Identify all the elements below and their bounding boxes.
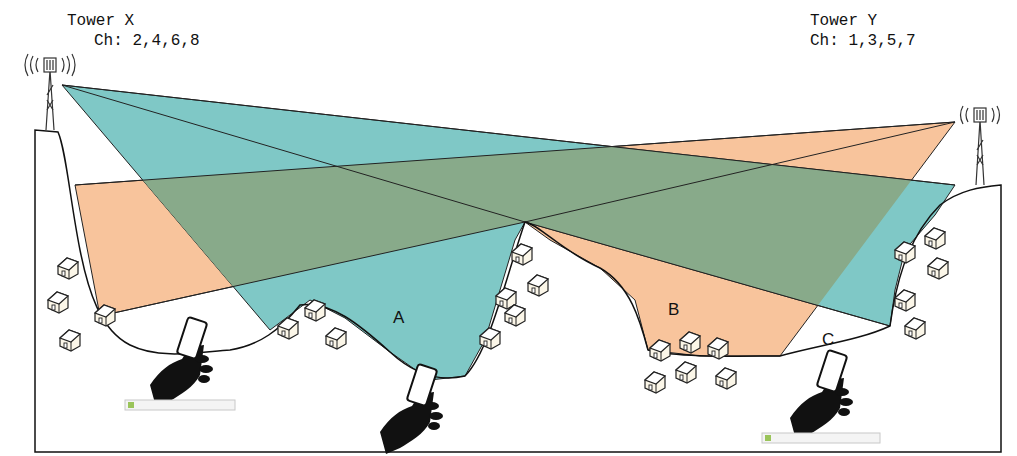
tower-name: Tower Y	[810, 12, 877, 30]
beam-edges	[62, 85, 955, 326]
region-letter: A	[393, 309, 404, 327]
region-letter: C	[822, 331, 834, 349]
phone-hands	[150, 317, 853, 454]
notification-thumbnails	[125, 400, 880, 443]
region-letter: B	[668, 301, 679, 319]
terrain-line	[35, 130, 1001, 452]
tower-x-antenna	[25, 54, 75, 130]
channel-list: Ch: 2,4,6,8	[94, 32, 200, 50]
tower-y-antenna	[961, 106, 1000, 185]
tower-name: Tower X	[67, 12, 134, 30]
channel-list: Ch: 1,3,5,7	[810, 32, 916, 50]
